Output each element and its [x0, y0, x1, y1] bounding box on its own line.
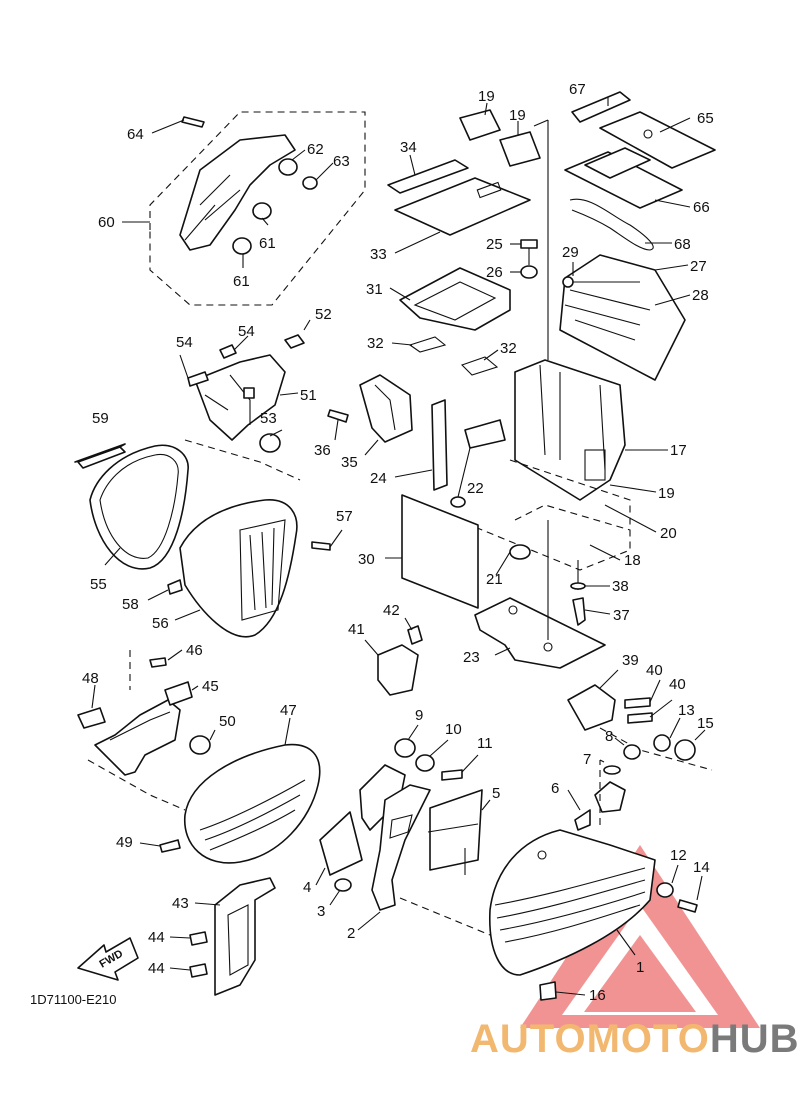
callout: 35 — [341, 454, 358, 471]
callout: 41 — [348, 621, 365, 638]
callout: 49 — [116, 834, 133, 851]
watermark-brand-part1: AUTOMOTO — [470, 1017, 710, 1061]
callout: 63 — [333, 153, 350, 170]
callout: 30 — [358, 551, 375, 568]
callout: 65 — [697, 110, 714, 127]
callout: 19 — [509, 107, 526, 124]
forward-arrow-icon: FWD — [77, 937, 139, 981]
callout: 12 — [670, 847, 687, 864]
lower-bracket-assembly — [77, 649, 216, 811]
watermark-brand-part2: HUB — [710, 1017, 800, 1061]
bracket-41 — [364, 617, 423, 696]
svg-text:AUTOMOTOHUB: AUTOMOTOHUB — [470, 1017, 800, 1061]
callout: 27 — [690, 258, 707, 275]
callout: 19 — [658, 485, 675, 502]
callout: 21 — [486, 571, 503, 588]
callout: 5 — [492, 785, 500, 802]
callout: 10 — [445, 721, 462, 738]
callout: 55 — [90, 576, 107, 593]
callout: 1 — [636, 959, 644, 976]
callout: 64 — [127, 126, 144, 143]
callout: 62 — [307, 141, 324, 158]
callout: 29 — [562, 244, 579, 261]
drawing-code: 1D71100-E210 — [30, 992, 117, 1007]
bracket-43 — [169, 877, 276, 996]
callout: 16 — [589, 987, 606, 1004]
callout: 24 — [370, 470, 387, 487]
callout: 32 — [367, 335, 384, 352]
callout: 19 — [478, 88, 495, 105]
cover-mounting-assembly — [179, 319, 413, 481]
callout: 9 — [415, 707, 423, 724]
callout: 40 — [669, 676, 686, 693]
callout: 44 — [148, 960, 165, 977]
callout: 50 — [219, 713, 236, 730]
callout: 46 — [186, 642, 203, 659]
callout: 44 — [148, 929, 165, 946]
callout: 61 — [259, 235, 276, 252]
callout: 67 — [569, 81, 586, 98]
callout: 32 — [500, 340, 517, 357]
callout: 7 — [583, 751, 591, 768]
side-cover-assembly — [122, 111, 366, 306]
callout: 23 — [463, 649, 480, 666]
callout: 6 — [551, 780, 559, 797]
callout: 48 — [82, 670, 99, 687]
callout: 18 — [624, 552, 641, 569]
callout: 53 — [260, 410, 277, 427]
callout: 33 — [370, 246, 387, 263]
callout: 54 — [238, 323, 255, 340]
callout: 28 — [692, 287, 709, 304]
callout: 66 — [693, 199, 710, 216]
callout: 40 — [646, 662, 663, 679]
callout: 57 — [336, 508, 353, 525]
callout: 42 — [383, 602, 400, 619]
callout: 34 — [400, 139, 417, 156]
callout: 60 — [98, 214, 115, 231]
callout: 51 — [300, 387, 317, 404]
callout: 15 — [697, 715, 714, 732]
side-cover-47 — [139, 717, 321, 864]
callout: 11 — [477, 735, 493, 752]
callout: 68 — [674, 236, 691, 253]
watermark-logo — [520, 845, 760, 1028]
front-cover-assembly — [399, 669, 713, 1001]
callout: 22 — [467, 480, 484, 497]
callout: 54 — [176, 334, 193, 351]
callout: 45 — [202, 678, 219, 695]
callout: 43 — [172, 895, 189, 912]
callout: 13 — [678, 702, 695, 719]
callout: 58 — [122, 596, 139, 613]
callout: 17 — [670, 442, 687, 459]
callout: 59 — [92, 410, 109, 427]
callout: 2 — [347, 925, 355, 942]
side-covers — [74, 443, 343, 638]
callout: 39 — [622, 652, 639, 669]
callout-labels: 1 2 3 4 5 6 7 8 9 10 11 12 13 14 15 16 1… — [82, 81, 714, 1004]
callout: 20 — [660, 525, 677, 542]
callout: 3 — [317, 903, 325, 920]
callout: 8 — [605, 728, 613, 745]
toolkit-assembly — [387, 91, 716, 381]
callout: 31 — [366, 281, 383, 298]
callout: 61 — [233, 273, 250, 290]
callout: 38 — [612, 578, 629, 595]
callout: 52 — [315, 306, 332, 323]
callout: 37 — [613, 607, 630, 624]
watermark-text: AUTOMOTOHUB — [470, 1017, 800, 1061]
callout: 56 — [152, 615, 169, 632]
battery-box-assembly — [385, 267, 668, 669]
center-bracket-assembly — [315, 724, 491, 931]
callout: 36 — [314, 442, 331, 459]
callout: 47 — [280, 702, 297, 719]
callout: 14 — [693, 859, 710, 876]
callout: 25 — [486, 236, 503, 253]
callout: 26 — [486, 264, 503, 281]
callout: 4 — [303, 879, 311, 896]
